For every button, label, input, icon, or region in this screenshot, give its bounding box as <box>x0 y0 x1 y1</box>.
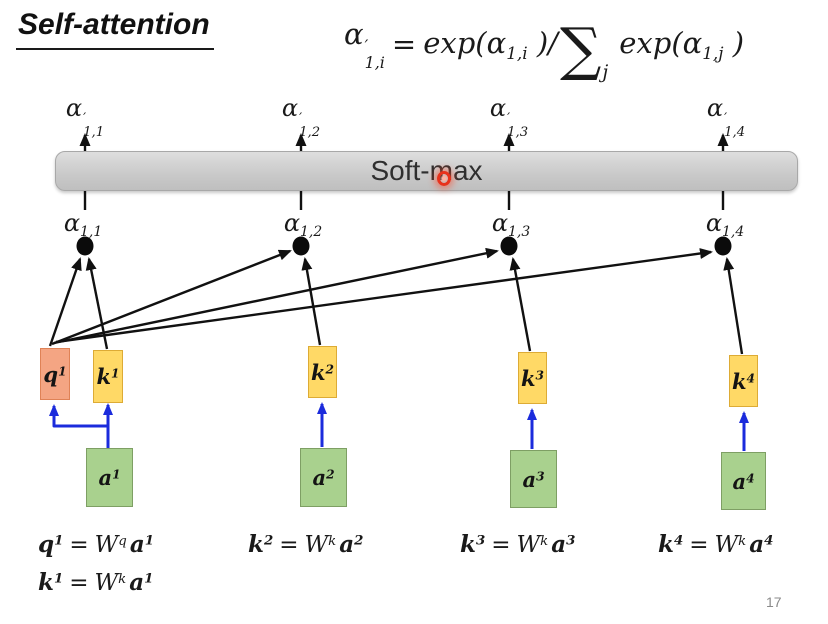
slide-title: Self-attention <box>16 8 214 50</box>
label-alpha-prime-1-3: α′1,3 <box>489 94 529 140</box>
arrow-k3-to-dot3 <box>509 257 532 352</box>
arrow-a1-to-q1 <box>49 404 108 428</box>
softmax-input-stubs <box>83 191 725 210</box>
label-alpha-1-4: α1,4 <box>705 209 745 240</box>
k2-box: k2 <box>308 346 337 398</box>
attention-dots <box>76 236 732 256</box>
k2-label: k2 <box>310 359 335 385</box>
input-arrows <box>49 402 749 451</box>
arrow-q1-to-dot2 <box>51 249 292 346</box>
arrow-k2-to-dot2 <box>301 257 322 346</box>
formula-numerator: exp(α1,i )/ <box>423 25 558 63</box>
k4-box: k4 <box>729 355 758 407</box>
k3-box: k3 <box>518 352 547 404</box>
softmax-label: Soft-max <box>370 155 483 186</box>
k3-label: k3 <box>520 365 545 391</box>
k1-label: k1 <box>96 364 120 389</box>
dot-alpha13 <box>500 236 518 256</box>
arrow-q1-to-dot3 <box>53 247 499 345</box>
softmax-output-arrows <box>79 133 729 152</box>
label-alpha-prime-1-2: α′1,2 <box>281 94 321 140</box>
laser-pointer-dot <box>437 171 451 186</box>
a4-label: a4 <box>732 468 755 494</box>
formula-lhs: α′1,i <box>344 16 385 72</box>
q1-box: q1 <box>40 348 70 400</box>
page-number: 17 <box>766 594 782 610</box>
attention-arrows <box>48 247 744 355</box>
formula-denominator: exp(α1,j ) <box>619 25 745 63</box>
arrow-q1-to-dot4 <box>55 248 713 344</box>
k4-label: k4 <box>731 368 756 394</box>
dot-alpha14 <box>714 236 732 256</box>
arrow-k1-to-dot1 <box>85 257 109 350</box>
a3-box: a3 <box>510 450 557 508</box>
k1-box: k1 <box>93 350 123 403</box>
formula-equals: = <box>391 27 417 61</box>
label-alpha-prime-1-4: α′1,4 <box>706 94 746 140</box>
a3-label: a3 <box>522 466 545 492</box>
label-alpha-1-3: α1,3 <box>491 209 531 240</box>
dot-alpha12 <box>292 236 310 256</box>
softmax-formula: α′1,i = exp(α1,i )/ ∑j exp(α1,j ) <box>344 2 744 86</box>
summation-symbol: ∑j <box>559 15 609 84</box>
a1-label: a1 <box>98 465 121 490</box>
softmax-bar: Soft-max <box>55 151 798 191</box>
label-alpha-1-2: α1,2 <box>283 209 323 240</box>
a1-box: a1 <box>86 448 133 507</box>
dot-alpha11 <box>76 236 94 256</box>
a2-label: a2 <box>312 465 335 490</box>
arrow-q1-to-dot1 <box>48 257 82 347</box>
a2-box: a2 <box>300 448 347 507</box>
label-alpha-1-1: α1,1 <box>63 209 103 240</box>
label-alpha-prime-1-1: α′1,1 <box>65 94 105 140</box>
a4-box: a4 <box>721 452 766 510</box>
arrow-k4-to-dot4 <box>723 257 744 355</box>
q1-label: q1 <box>43 361 67 387</box>
